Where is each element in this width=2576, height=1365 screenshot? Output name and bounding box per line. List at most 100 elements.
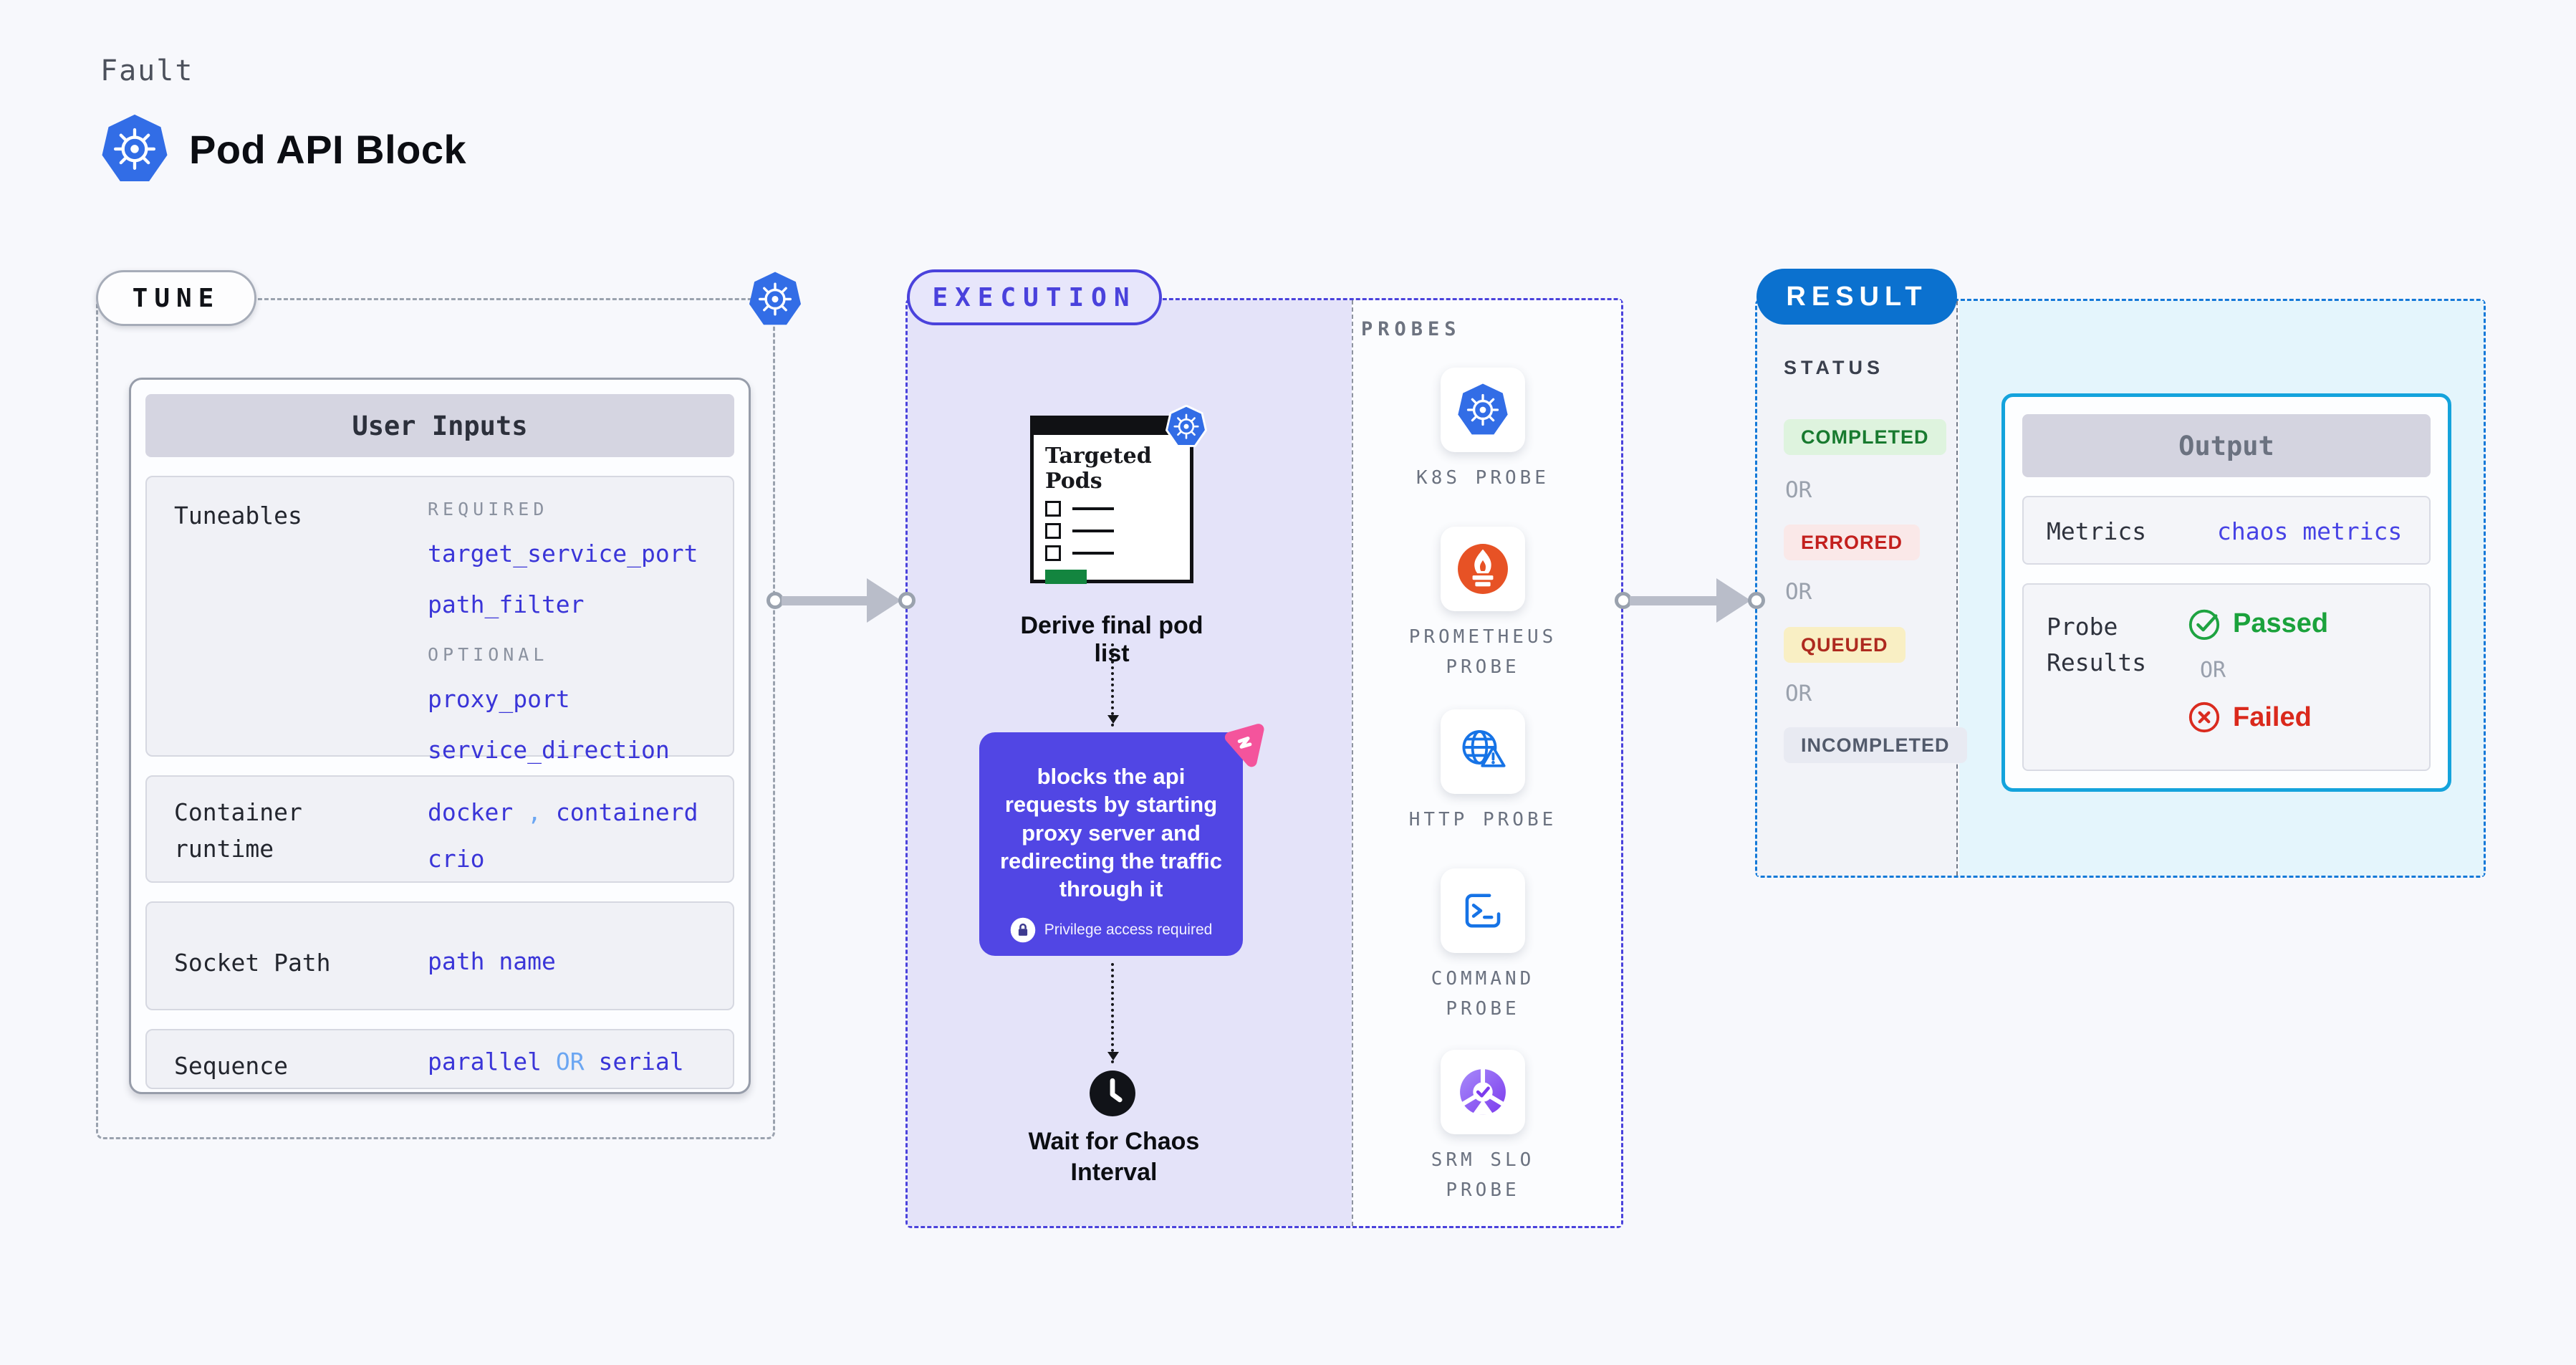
x-circle-icon	[2188, 701, 2220, 733]
metrics-value: chaos metrics	[2217, 517, 2403, 545]
runtime-crio: crio	[428, 845, 485, 873]
failed-label: Failed	[2233, 701, 2312, 732]
socket-path-box: Socket Path path name	[145, 901, 734, 1010]
status-or-label: OR	[1785, 477, 1812, 503]
arrow-head	[1716, 578, 1751, 623]
kubernetes-icon	[748, 271, 802, 328]
chaos-icon	[1216, 722, 1267, 772]
probe-item: SRM SLO PROBE	[1390, 1050, 1576, 1205]
probe-results-or-label: OR	[2200, 658, 2226, 683]
sequence-serial: serial	[598, 1048, 684, 1076]
probe-results-row: Probe Results Passed OR Failed	[2022, 583, 2431, 771]
wait-chaos-interval-label: Wait for Chaos Interval	[1028, 1128, 1200, 1186]
status-or-label: OR	[1785, 681, 1812, 707]
pod-list-item	[1045, 522, 1190, 539]
container-runtime-label: Container runtime	[174, 798, 302, 863]
selection-bar	[1045, 569, 1087, 584]
runtime-containerd: containerd	[555, 798, 698, 826]
passed-label: Passed	[2233, 608, 2329, 638]
pod-list-item	[1045, 500, 1190, 517]
probe-results-values: Passed OR Failed	[2187, 606, 2328, 734]
probe-item: K8S PROBE	[1390, 368, 1576, 494]
connector-dot	[1748, 592, 1765, 609]
probe-item: HTTP PROBE	[1390, 709, 1576, 835]
checkbox-icon	[1045, 522, 1061, 539]
pod-list-item	[1045, 545, 1190, 561]
probe-label: K8S PROBE	[1416, 467, 1549, 489]
probe-item: PROMETHEUS PROBE	[1390, 527, 1576, 682]
tuneables-label: Tuneables	[174, 502, 302, 530]
page-header: Pod API Block	[100, 113, 466, 185]
runtime-comma: ,	[527, 798, 542, 826]
pod-line	[1072, 551, 1114, 555]
tuneables-values: REQUIRED target_service_port path_filter…	[428, 499, 698, 764]
tuneable-optional-0: proxy_port	[428, 685, 570, 713]
kubernetes-icon	[100, 113, 169, 185]
tuneables-box: Tuneables REQUIRED target_service_port p…	[145, 476, 734, 764]
page-title: Pod API Block	[189, 126, 467, 172]
clock-icon	[1088, 1069, 1137, 1118]
sequence-or: OR	[555, 1048, 585, 1076]
targeted-pods-box: Targeted Pods	[1030, 404, 1208, 584]
prometheus-icon	[1441, 527, 1525, 611]
tune-panel	[96, 298, 775, 1139]
result-badge: RESULT	[1756, 269, 1957, 325]
user-inputs-title: User Inputs	[145, 394, 734, 457]
output-card: Output Metrics chaos metrics Probe Resul…	[2001, 393, 2451, 792]
terminal-icon	[1441, 868, 1525, 953]
pod-line	[1072, 507, 1114, 510]
probe-item: COMMAND PROBE	[1390, 868, 1576, 1024]
container-runtime-box: Container runtime docker , containerd cr…	[145, 775, 734, 883]
fault-kicker: Fault	[100, 54, 194, 87]
status-badge-queued: QUEUED	[1784, 627, 1905, 663]
status-badge-errored: ERRORED	[1784, 525, 1921, 560]
failed-line: Failed	[2187, 700, 2328, 734]
tuneable-required-1: path_filter	[428, 590, 585, 618]
probe-label: HTTP PROBE	[1408, 809, 1557, 830]
sequence-box: Sequence parallel OR serial	[145, 1029, 734, 1089]
kubernetes-icon	[1441, 368, 1525, 452]
status-column	[1757, 301, 1958, 876]
probe-label: SRM SLO PROBE	[1431, 1149, 1535, 1201]
sequence-label: Sequence	[174, 1052, 288, 1080]
probe-label: COMMAND PROBE	[1431, 968, 1535, 1020]
status-section-label: STATUS	[1784, 357, 1884, 378]
targeted-pods-title: Targeted Pods	[1045, 444, 1152, 494]
check-circle-icon	[2188, 609, 2220, 641]
fault-action-text: blocks the api requests by starting prox…	[999, 764, 1223, 902]
arrow-shaft	[1630, 595, 1719, 605]
probes-section-label: PROBES	[1361, 318, 1461, 340]
tuneable-required-0: target_service_port	[428, 540, 698, 567]
status-badge-completed: COMPLETED	[1784, 419, 1946, 455]
required-label: REQUIRED	[428, 499, 549, 519]
pod-line	[1072, 529, 1114, 532]
runtime-docker: docker	[428, 798, 514, 826]
probe-results-label: Probe Results	[2047, 613, 2147, 676]
privilege-note-text: Privilege access required	[1044, 921, 1213, 938]
checkbox-icon	[1045, 545, 1061, 561]
sequence-parallel: parallel	[428, 1048, 542, 1076]
fault-action-box: blocks the api requests by starting prox…	[979, 732, 1243, 956]
globe-alert-icon	[1441, 709, 1525, 794]
user-inputs-card: User Inputs Tuneables REQUIRED target_se…	[129, 378, 751, 1094]
passed-line: Passed	[2187, 606, 2328, 641]
lock-icon	[1010, 917, 1036, 943]
kubernetes-icon	[1165, 404, 1208, 449]
socket-path-label: Socket Path	[174, 949, 331, 977]
metrics-row: Metrics chaos metrics	[2022, 496, 2431, 565]
status-badge-incompleted: INCOMPLETED	[1784, 727, 1967, 763]
output-title: Output	[2022, 414, 2431, 477]
optional-label: OPTIONAL	[428, 644, 549, 665]
flow-arrow-execution-to-result	[1615, 575, 1765, 626]
probe-label: PROMETHEUS PROBE	[1408, 626, 1557, 678]
privilege-note: Privilege access required	[979, 917, 1243, 943]
checkbox-icon	[1045, 500, 1061, 517]
arrow-head	[867, 578, 901, 623]
flow-arrow-tune-to-execution	[766, 575, 915, 626]
arrow-shaft	[782, 595, 869, 605]
metrics-label: Metrics	[2047, 517, 2147, 545]
dotted-flow-arrow	[1107, 643, 1119, 727]
execution-badge: EXECUTION	[907, 269, 1162, 325]
container-runtime-values: docker , containerd crio	[428, 798, 698, 873]
socket-path-value: path name	[428, 947, 556, 975]
